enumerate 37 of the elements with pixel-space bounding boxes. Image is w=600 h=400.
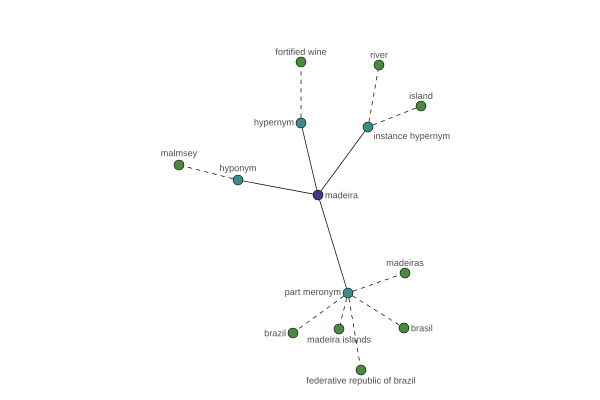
graph-node: hyponym	[220, 164, 256, 186]
connector-line	[320, 130, 366, 192]
node-label: hypernym	[254, 118, 294, 128]
node-label: brasil	[412, 324, 432, 332]
node-label: madeiras	[386, 259, 424, 266]
graph-node: malmsey	[161, 150, 198, 170]
node-label: malmsey	[161, 150, 198, 158]
graph-node: river	[370, 51, 388, 70]
node-label: river	[370, 51, 388, 58]
dashed-line	[372, 108, 416, 126]
graph-node: fortified wine	[275, 48, 326, 68]
node-label: part meronym	[285, 289, 340, 297]
dashed-line	[340, 298, 348, 324]
node-label: federative republic of brazil	[306, 376, 415, 386]
dashed-line	[352, 295, 400, 326]
graph-node: island	[410, 92, 432, 112]
dashed-line	[296, 296, 344, 330]
node-label: island	[410, 92, 432, 100]
node-label: brazil	[264, 330, 286, 336]
graph-node: federative republic of brazil	[306, 364, 415, 386]
graph-node: brazil	[264, 328, 298, 338]
graph-node: madeiras	[386, 259, 424, 278]
node-label: fortified wine	[275, 48, 326, 56]
dashed-line	[368, 70, 378, 122]
graph-node: hypernym	[254, 118, 306, 128]
graph-node: madeira islands	[308, 324, 371, 343]
graph-node: instance hypernym	[362, 122, 450, 141]
node-label: madeira	[326, 192, 358, 198]
node-label: madeira islands	[308, 336, 371, 343]
graph-node: brasil	[398, 322, 432, 334]
node-label: instance hypernym	[374, 132, 450, 141]
connector-line	[302, 128, 318, 190]
graph-node: part meronym	[285, 288, 354, 298]
connector-line	[319, 200, 347, 288]
connector-line	[242, 180, 314, 194]
graph-node: madeira	[312, 190, 358, 200]
node-label: hyponym	[220, 164, 256, 174]
